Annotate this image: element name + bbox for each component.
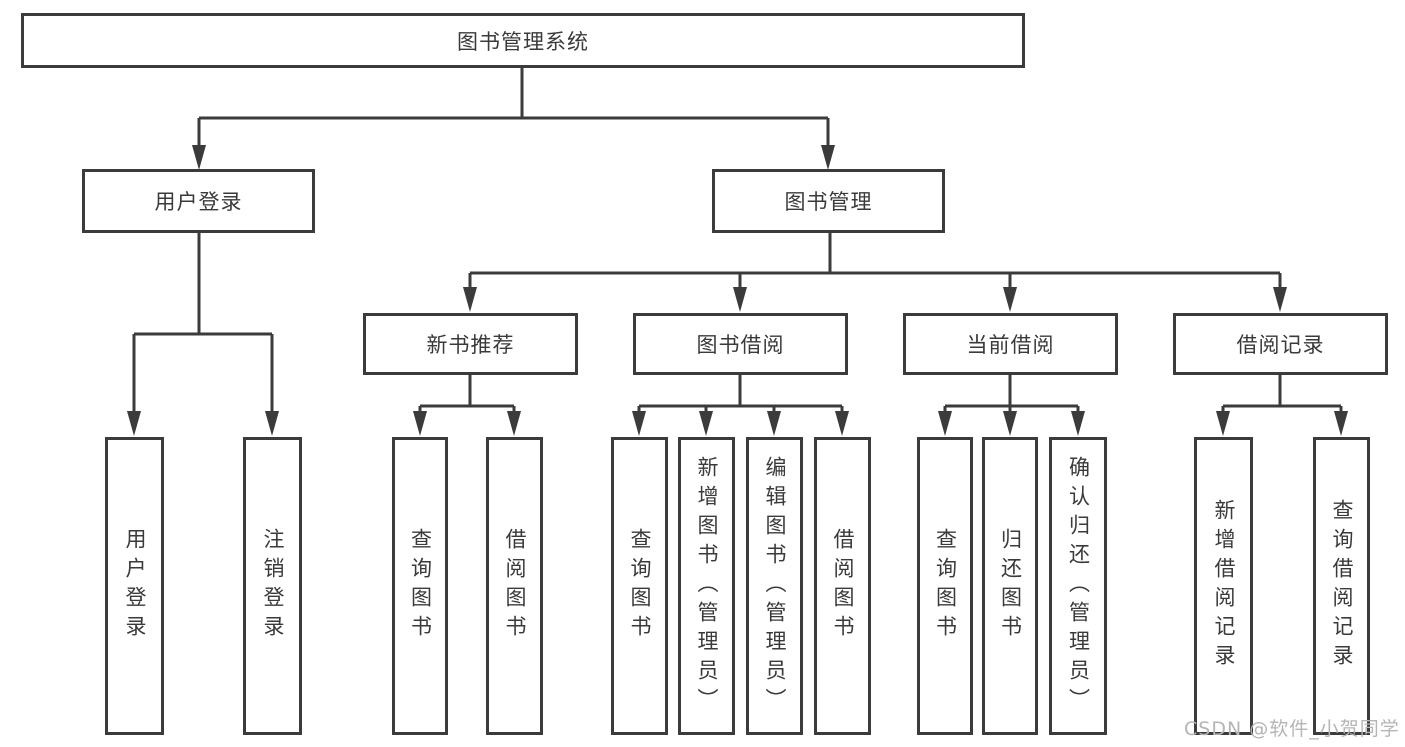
node-label: 查询图书 — [408, 528, 433, 644]
node-book-borrowing: 图书借阅 — [633, 313, 848, 375]
node-book-management: 图书管理 — [712, 169, 945, 233]
node-new-book-recommendation: 新书推荐 — [363, 313, 578, 375]
node-label: 注销登录 — [261, 528, 285, 644]
node-library-management-system: 图书管理系统 — [21, 13, 1025, 68]
node-label: 新增图书（管理员） — [695, 455, 719, 717]
node-label: 确认归还（管理员） — [1066, 455, 1091, 717]
node-label: 查询图书 — [933, 528, 958, 644]
node-borrow-books: 借阅图书 — [814, 437, 871, 735]
node-label: 用户登录 — [123, 528, 147, 644]
node-user-login: 用户登录 — [82, 169, 315, 233]
node-label: 用户登录 — [154, 190, 243, 214]
node-current-borrowing: 当前借阅 — [903, 313, 1118, 375]
node-label: 查询借阅记录 — [1330, 499, 1354, 673]
connector-bookborrow-to-children — [637, 375, 844, 412]
node-label: 编辑图书（管理员） — [763, 455, 787, 717]
connector-userlogin-to-children — [132, 233, 274, 412]
csdn-watermark: CSDN @软件_小贺同学 — [1184, 718, 1400, 740]
node-label: 新书推荐 — [426, 333, 515, 357]
connector-newbook-to-children — [418, 375, 516, 412]
arrowheads-level4 — [413, 411, 1348, 436]
node-borrow-books-recommend: 借阅图书 — [486, 437, 543, 735]
node-add-books-admin: 新增图书（管理员） — [678, 437, 735, 735]
arrowheads-level3 — [463, 287, 1287, 312]
node-edit-books-admin: 编辑图书（管理员） — [746, 437, 803, 735]
node-label: 借阅图书 — [831, 528, 855, 644]
node-label: 图书管理系统 — [457, 29, 589, 54]
node-label: 借阅图书 — [503, 528, 527, 644]
node-label: 归还图书 — [998, 528, 1023, 644]
node-label: 图书借阅 — [696, 333, 785, 357]
node-confirm-return-admin: 确认归还（管理员） — [1049, 437, 1107, 735]
connector-root-to-level2 — [197, 66, 830, 146]
node-label: 新增借阅记录 — [1212, 499, 1236, 673]
connector-borrowrecord-to-children — [1221, 375, 1343, 412]
connector-currentborrow-to-children — [943, 375, 1080, 412]
node-user-login-leaf: 用户登录 — [105, 437, 164, 735]
node-label: 图书管理 — [784, 190, 873, 214]
node-label: 当前借阅 — [966, 333, 1055, 357]
node-query-borrow-record: 查询借阅记录 — [1313, 437, 1370, 735]
connector-bookmgmt-to-level3 — [468, 233, 1282, 288]
node-logout: 注销登录 — [243, 437, 302, 735]
node-label: 借阅记录 — [1236, 333, 1325, 357]
node-add-borrow-record: 新增借阅记录 — [1194, 437, 1253, 735]
arrowheads-userlogin-children — [127, 411, 279, 436]
node-borrowing-records: 借阅记录 — [1173, 313, 1388, 375]
node-query-books-current: 查询图书 — [917, 437, 973, 735]
arrowheads-level2 — [192, 145, 835, 170]
node-query-books-borrow: 查询图书 — [611, 437, 668, 735]
node-label: 查询图书 — [628, 528, 652, 644]
node-query-books-recommend: 查询图书 — [392, 437, 448, 735]
node-return-books: 归还图书 — [982, 437, 1038, 735]
